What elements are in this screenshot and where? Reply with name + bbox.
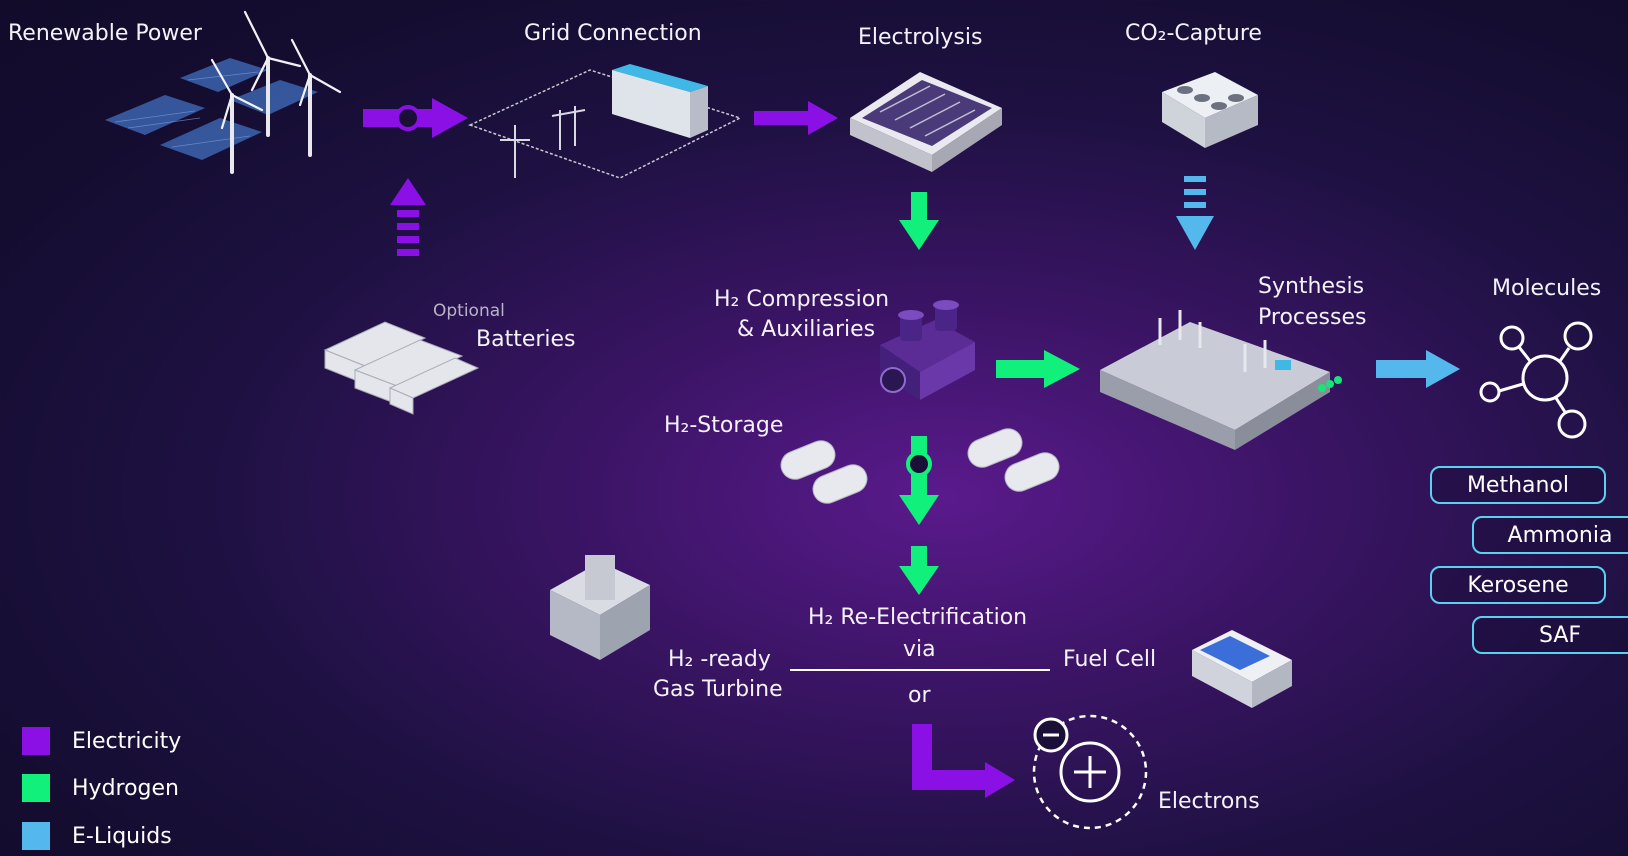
- legend-label-electricity: Electricity: [72, 728, 182, 754]
- batteries-illustration: [323, 321, 480, 415]
- label-batteries: Batteries: [476, 327, 576, 352]
- label-batteries-optional: Optional: [433, 301, 505, 321]
- label-grid-connection: Grid Connection: [524, 21, 702, 46]
- legend-swatch-hydrogen: [22, 774, 50, 802]
- renewable-power-illustration: [105, 10, 342, 174]
- co2-capture-illustration: [1162, 72, 1258, 148]
- label-h2-compression-line1: H₂ Compression: [714, 287, 890, 312]
- legend-item-e-liquids: E-Liquids: [22, 822, 172, 850]
- electrons-icon: [1032, 714, 1148, 830]
- arrow-grid-to-electrolysis: [754, 101, 838, 135]
- hydrogen-flow-arrows: [899, 192, 1080, 595]
- label-h2-storage: H₂-Storage: [664, 413, 784, 438]
- label-synthesis-line1: Synthesis: [1258, 274, 1365, 299]
- gas-turbine-illustration: [550, 555, 650, 660]
- product-ammonia: Ammonia: [1472, 516, 1628, 554]
- arrow-electrolysis-to-compression: [899, 192, 939, 250]
- arrow-storage-to-reelectrification: [899, 546, 939, 595]
- h2-storage-tanks-illustration: [780, 428, 1060, 504]
- label-electrons: Electrons: [1158, 789, 1260, 814]
- arrow-head: [390, 178, 426, 205]
- arrow-compression-to-synthesis: [996, 350, 1080, 388]
- label-reelectrification-title: H₂ Re-Electrification: [808, 605, 1028, 630]
- arrow-reelectrification-to-electrons: [912, 724, 1015, 798]
- flow-node-dot: [906, 451, 932, 477]
- legend-item-electricity: Electricity: [22, 727, 181, 755]
- grid-connection-illustration: [468, 64, 742, 179]
- product-kerosene: Kerosene: [1430, 566, 1606, 604]
- arrow-head: [808, 101, 838, 135]
- arrow-renewable-to-grid: [363, 98, 468, 138]
- legend-label-hydrogen: Hydrogen: [72, 775, 179, 801]
- product-methanol: Methanol: [1430, 466, 1606, 504]
- label-gas-turbine-line2: Gas Turbine: [653, 677, 783, 702]
- arrow-synthesis-to-molecules: [1376, 350, 1460, 388]
- label-renewable-power: Renewable Power: [8, 21, 202, 46]
- flow-node-dot: [395, 105, 421, 131]
- molecule-icon: [1479, 321, 1593, 439]
- label-gas-turbine-line1: H₂ -ready: [668, 647, 771, 672]
- label-molecules: Molecules: [1492, 276, 1602, 301]
- legend-swatch-electricity: [22, 727, 50, 755]
- legend-label-e-liquids: E-Liquids: [72, 823, 172, 849]
- synthesis-plant-illustration: [1100, 310, 1342, 450]
- arrow-head: [432, 98, 468, 138]
- h2-compressor-illustration: [880, 300, 975, 400]
- label-h2-compression-line2: & Auxiliaries: [737, 317, 876, 342]
- label-reelectrification-or: or: [908, 683, 931, 708]
- electricity-flow-arrows: [363, 98, 1015, 798]
- arrow-batteries-to-grid-dashed: [390, 178, 426, 256]
- arrow-shaft: [754, 111, 810, 125]
- label-fuel-cell: Fuel Cell: [1063, 647, 1157, 672]
- legend-swatch-e-liquids: [22, 822, 50, 850]
- product-saf: SAF: [1472, 616, 1628, 654]
- arrow-head: [985, 762, 1015, 798]
- legend-item-hydrogen: Hydrogen: [22, 774, 179, 802]
- e-liquids-flow-arrows: [1176, 176, 1460, 388]
- electrolysis-illustration: [850, 72, 1002, 172]
- label-synthesis-line2: Processes: [1258, 305, 1367, 330]
- fuel-cell-illustration: [1192, 630, 1292, 708]
- label-electrolysis: Electrolysis: [858, 25, 983, 50]
- arrow-compression-to-storage: [899, 436, 939, 525]
- arrow-co2-to-synthesis-dashed: [1176, 176, 1214, 250]
- label-co2-capture: CO₂-Capture: [1125, 21, 1262, 46]
- label-reelectrification-via: via: [903, 637, 936, 662]
